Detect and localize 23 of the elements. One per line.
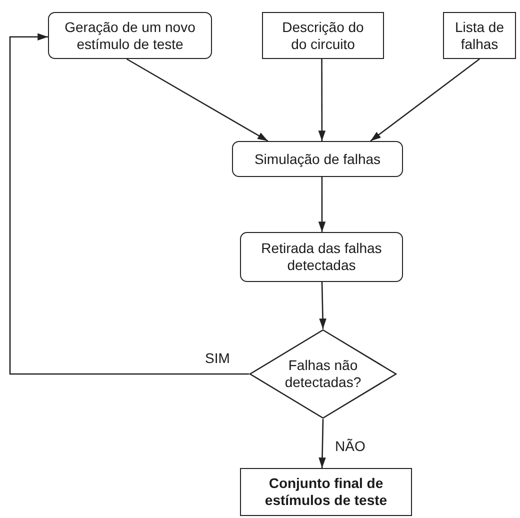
node-text: Descrição do do circuito <box>281 18 365 52</box>
arrow <box>9 33 249 375</box>
process-box <box>48 12 212 59</box>
arrow <box>319 282 326 330</box>
process-box <box>240 232 403 282</box>
edge-label: NÃO <box>333 438 368 454</box>
arrow <box>318 418 326 468</box>
node-text: Retirada das falhas detectadas <box>260 240 383 274</box>
input-box <box>262 12 384 59</box>
decision-diamond <box>249 329 397 419</box>
node-text: Falhas não detectadas? <box>284 357 362 391</box>
result-box <box>240 468 412 516</box>
node-text: Conjunto final de estímulos de teste <box>264 475 388 509</box>
arrow <box>370 58 480 142</box>
arrow <box>318 177 326 232</box>
arrow <box>126 58 268 142</box>
edge-label: SIM <box>203 350 232 366</box>
node-text: Geração de um novo estímulo de teste <box>64 18 196 52</box>
process-box <box>232 141 403 177</box>
arrow <box>318 59 326 141</box>
node-text: Lista de falhas <box>454 18 506 52</box>
node-text: Simulação de falhas <box>254 150 381 168</box>
input-box <box>443 12 516 59</box>
